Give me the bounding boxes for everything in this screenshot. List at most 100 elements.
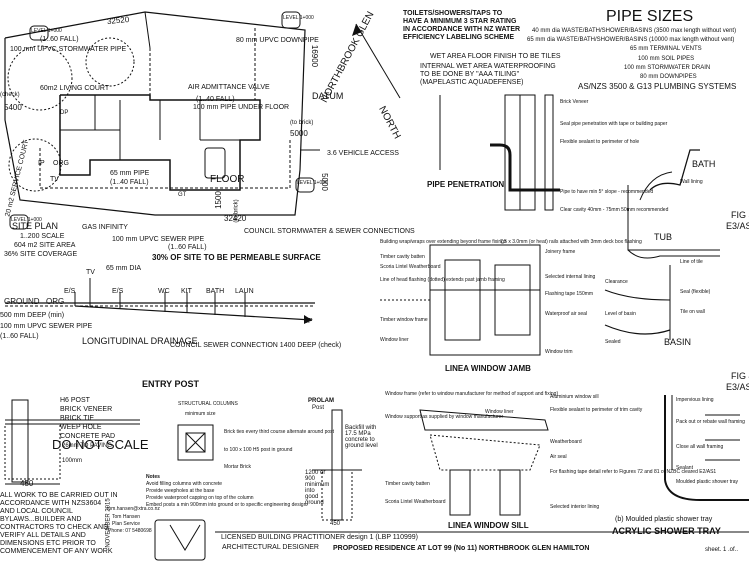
entry-item-4: WEEP HOLE xyxy=(60,424,102,431)
sill-note-11: Flexible sealant to perimeter of trim ca… xyxy=(550,407,643,413)
toilets-note-3: IN ACCORDANCE WITH NZ WATER xyxy=(403,26,521,33)
jamb-note-5: Timber window frame xyxy=(380,317,428,323)
fall-40-label: (1..40 FALL) xyxy=(110,179,149,186)
fall-60-label: (1..60 FALL) xyxy=(168,244,207,251)
permeable-note: 30% OF SITE TO BE PERMEABLE SURFACE xyxy=(152,253,321,262)
fig3-line1: FIG 3 xyxy=(731,210,749,220)
floor-label: FLOOR xyxy=(210,174,245,185)
drain-fall: (1..60 FALL) xyxy=(0,333,39,340)
pipe-size-row-5: 100 mm STORMWATER DRAIN xyxy=(624,65,711,71)
jamb-note-11: Window trim xyxy=(545,349,573,355)
fig3-line2: E3/AS1 xyxy=(726,221,749,231)
site-plan-scale: 1..200 SCALE xyxy=(20,233,65,240)
jamb-note-4: Line of head flashing (dotted) extends p… xyxy=(380,277,505,283)
pen-note-1: Brick Veneer xyxy=(560,99,589,105)
prolam-dim: 450 xyxy=(330,521,341,527)
site-area: 604 m2 SITE AREA xyxy=(14,242,76,249)
jamb-note-6: Window liner xyxy=(380,337,409,343)
entry-item-3: BRICK TIE xyxy=(60,415,95,422)
toilets-note-1: TOILETS/SHOWERS/TAPS TO xyxy=(403,10,503,17)
window-sill-title: LINEA WINDOW SILL xyxy=(448,521,529,530)
compliance-7: DIMENSIONS ETC PRIOR TO xyxy=(0,540,96,547)
pen-note-2: Seal pipe penetration with tape or build… xyxy=(560,121,668,127)
drain-es1: E/S xyxy=(64,288,76,295)
designer-role: ARCHITECTURAL DESIGNER xyxy=(222,544,319,551)
level-tag-1: LEVEL 1+000 xyxy=(283,15,314,21)
fall-mid: (1..40 FALL) xyxy=(196,96,235,103)
pipe-size-row-1: 40 mm dia WASTE/BATH/SHOWER/BASINS (3500… xyxy=(532,28,737,34)
pen-note-4: Pipe to have min 5° slope - recommended xyxy=(560,189,654,195)
pipe-standard: AS/NZS 3500 & G13 PLUMBING SYSTEMS xyxy=(578,82,737,91)
entry-item-6: 26mm TO PAVING xyxy=(62,443,112,449)
tray-note-1: Impervious lining xyxy=(676,397,714,403)
prolam-name: PROLAM xyxy=(308,398,334,404)
pipe-size-row-4: 100 mm SOIL PIPES xyxy=(638,56,695,62)
waterproof-note-1: INTERNAL WET AREA WATERPROOFING xyxy=(420,63,556,70)
level-tag-3: LEVEL 1+000 xyxy=(297,180,328,186)
gas-label: GAS INFINITY xyxy=(82,224,128,231)
waterproof-note-3: (MAPELASTIC AQUADEFENSE) xyxy=(420,79,524,86)
window-jamb-title: LINEA WINDOW JAMB xyxy=(445,364,531,373)
shower-tray-title: ACRYLIC SHOWER TRAY xyxy=(612,526,721,536)
tray-note-5: Moulded plastic shower tray xyxy=(676,479,738,485)
pipe-penetration-linework xyxy=(439,94,560,211)
toilets-note-4: EFFICIENCY LABELING SCHEME xyxy=(403,34,515,41)
fig4-line2: E3/AS1 xyxy=(726,382,749,392)
structural-title: STRUCTURAL COLUMNS xyxy=(178,401,238,407)
site-plan-title: SITE PLAN xyxy=(12,221,59,231)
sewer-pipe-label: 100 mm UPVC SEWER PIPE xyxy=(112,236,205,243)
jamb-note-9: Flashing tape 150mm xyxy=(545,291,594,297)
compliance-6: VERIFY ALL DETAILS AND xyxy=(0,532,86,539)
stormwater-pipe-label: 100 mm UPVC STORMWATER PIPE xyxy=(10,46,127,53)
basin-note-2: Level of basin xyxy=(605,311,636,317)
drain-tv: TV xyxy=(86,269,95,276)
basin-note-3: Sealed xyxy=(605,339,621,345)
waterproof-note-2: TO BE DONE BY "AAA TILING" xyxy=(420,71,520,78)
site-plan-linework xyxy=(4,11,320,230)
jamb-note-1: Building wrap/wraps over extending beyon… xyxy=(380,239,507,245)
pipe-under-floor: 100 mm PIPE UNDER FLOOR xyxy=(193,104,290,111)
compliance-1: ALL WORK TO BE CARRIED OUT IN xyxy=(0,492,118,499)
drain-bath: BATH xyxy=(206,288,225,295)
fall-top: (1..60 FALL) xyxy=(40,36,79,43)
company-line-3: Phone: 07 5480698 xyxy=(108,528,152,534)
downpipe-label: 80 mm UPVC DOWNPIPE xyxy=(236,37,319,44)
dim-right2: 5000 xyxy=(290,129,308,138)
jamb-note-2: Timber cavity batten xyxy=(380,254,425,260)
compliance-3: AND LOCAL COUNCIL xyxy=(0,508,73,515)
do-not-scale: DO NOT SCALE xyxy=(52,437,149,452)
pipe-penetration-title: PIPE PENETRATION xyxy=(427,180,505,189)
tray-note-4: Sealant xyxy=(676,465,693,471)
gt-label: GT xyxy=(178,192,187,198)
moulded-tray-caption: (b) Moulded plastic shower tray xyxy=(615,516,713,523)
entry-item-7: 100mm xyxy=(62,458,83,464)
window-sill-linework xyxy=(419,409,549,516)
org-label: ORG xyxy=(53,160,69,167)
drainage-linework xyxy=(5,278,315,324)
sill-note-4: Timber cavity batten xyxy=(385,481,430,487)
drain-es2: E/S xyxy=(112,288,124,295)
jamb-note-7: Joinery frame xyxy=(545,249,576,255)
company-line-2: Plan Service xyxy=(112,521,141,527)
sheet-number: sheet. 1 .of.. xyxy=(705,547,739,553)
drain-ground: GROUND xyxy=(4,297,40,306)
jamb-note-8: Selected internal lining xyxy=(545,274,596,280)
prolam-backfill: Backfill with 17.5 MPa concrete to groun… xyxy=(345,425,378,449)
pipe65-label: 65 mm PIPE xyxy=(110,170,150,177)
entry-post-title: ENTRY POST xyxy=(142,379,200,389)
pipe-size-row-2: 65 mm dia WASTE/BATH/SHOWER/BASINS (1000… xyxy=(527,37,735,43)
dim-left: 5400 xyxy=(4,103,22,112)
ip-label: IP xyxy=(38,160,45,167)
title-block-linework xyxy=(154,519,749,561)
drain-laun: LAUN xyxy=(235,288,254,295)
window-jamb-linework xyxy=(380,244,541,356)
bath-title: BATH xyxy=(692,159,716,169)
structural-callout-1: Brick ties every third course alternate … xyxy=(224,429,335,435)
sill-note-2: Window support as supplied by window man… xyxy=(385,414,504,420)
compliance-5: CONTRACTORS TO CHECK AND xyxy=(0,524,109,531)
jamb-note-10: Waterproof air seal xyxy=(545,311,588,317)
living-court-label: 60m2 LIVING COURT xyxy=(40,85,110,92)
sill-note-7: Weatherboard xyxy=(550,439,582,445)
